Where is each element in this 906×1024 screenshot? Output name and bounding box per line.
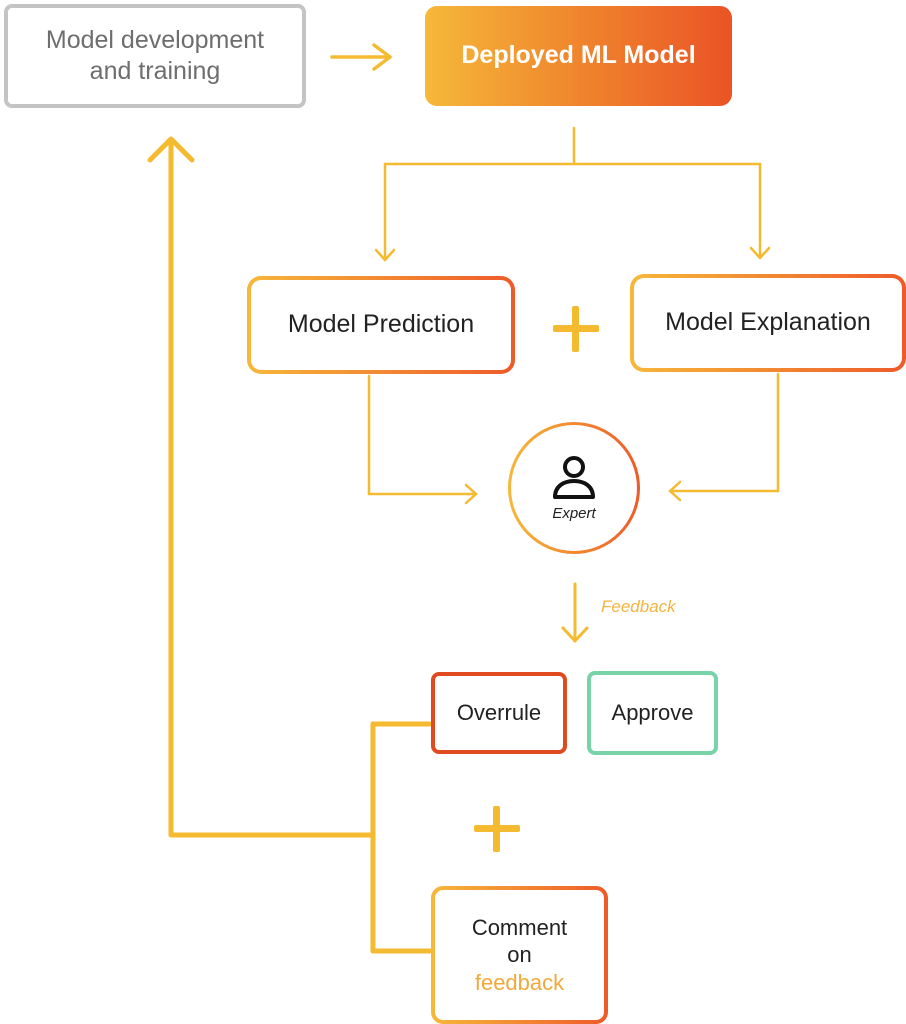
node-approve: Approve (587, 671, 718, 755)
person-icon (553, 455, 595, 499)
plus-icon (553, 306, 599, 352)
node-model-development-training-label: Model development and training (45, 25, 265, 85)
arrow-feedback-loop (147, 136, 433, 954)
node-comment-line-1: Comment (471, 914, 568, 940)
node-overrule-label: Overrule (456, 700, 542, 726)
node-model-prediction: Model Prediction (247, 276, 515, 374)
node-model-explanation: Model Explanation (630, 274, 906, 372)
node-approve-label: Approve (611, 700, 694, 726)
node-deployed-ml-model-label: Deployed ML Model (461, 41, 696, 70)
node-expert: Expert (508, 422, 640, 554)
node-comment-line-3: feedback (474, 969, 565, 995)
node-model-explanation-label: Model Explanation (665, 308, 871, 337)
arrow-explanation-to-expert (668, 372, 780, 502)
arrow-prediction-to-expert (367, 374, 478, 505)
node-model-prediction-label: Model Prediction (287, 310, 475, 339)
arrow-deployed-to-outputs (374, 126, 771, 262)
node-overrule: Overrule (431, 672, 567, 754)
plus-icon (474, 806, 520, 852)
arrow-training-to-deployed (330, 43, 392, 71)
arrow-expert-to-feedback (561, 582, 589, 643)
edge-label-feedback: Feedback (601, 597, 676, 616)
node-expert-label: Expert (552, 504, 596, 522)
node-comment-line-2: on (507, 942, 532, 968)
node-comment-on-feedback: Comment on feedback (431, 886, 608, 1024)
node-deployed-ml-model: Deployed ML Model (425, 6, 732, 106)
node-model-development-training: Model development and training (4, 4, 306, 108)
